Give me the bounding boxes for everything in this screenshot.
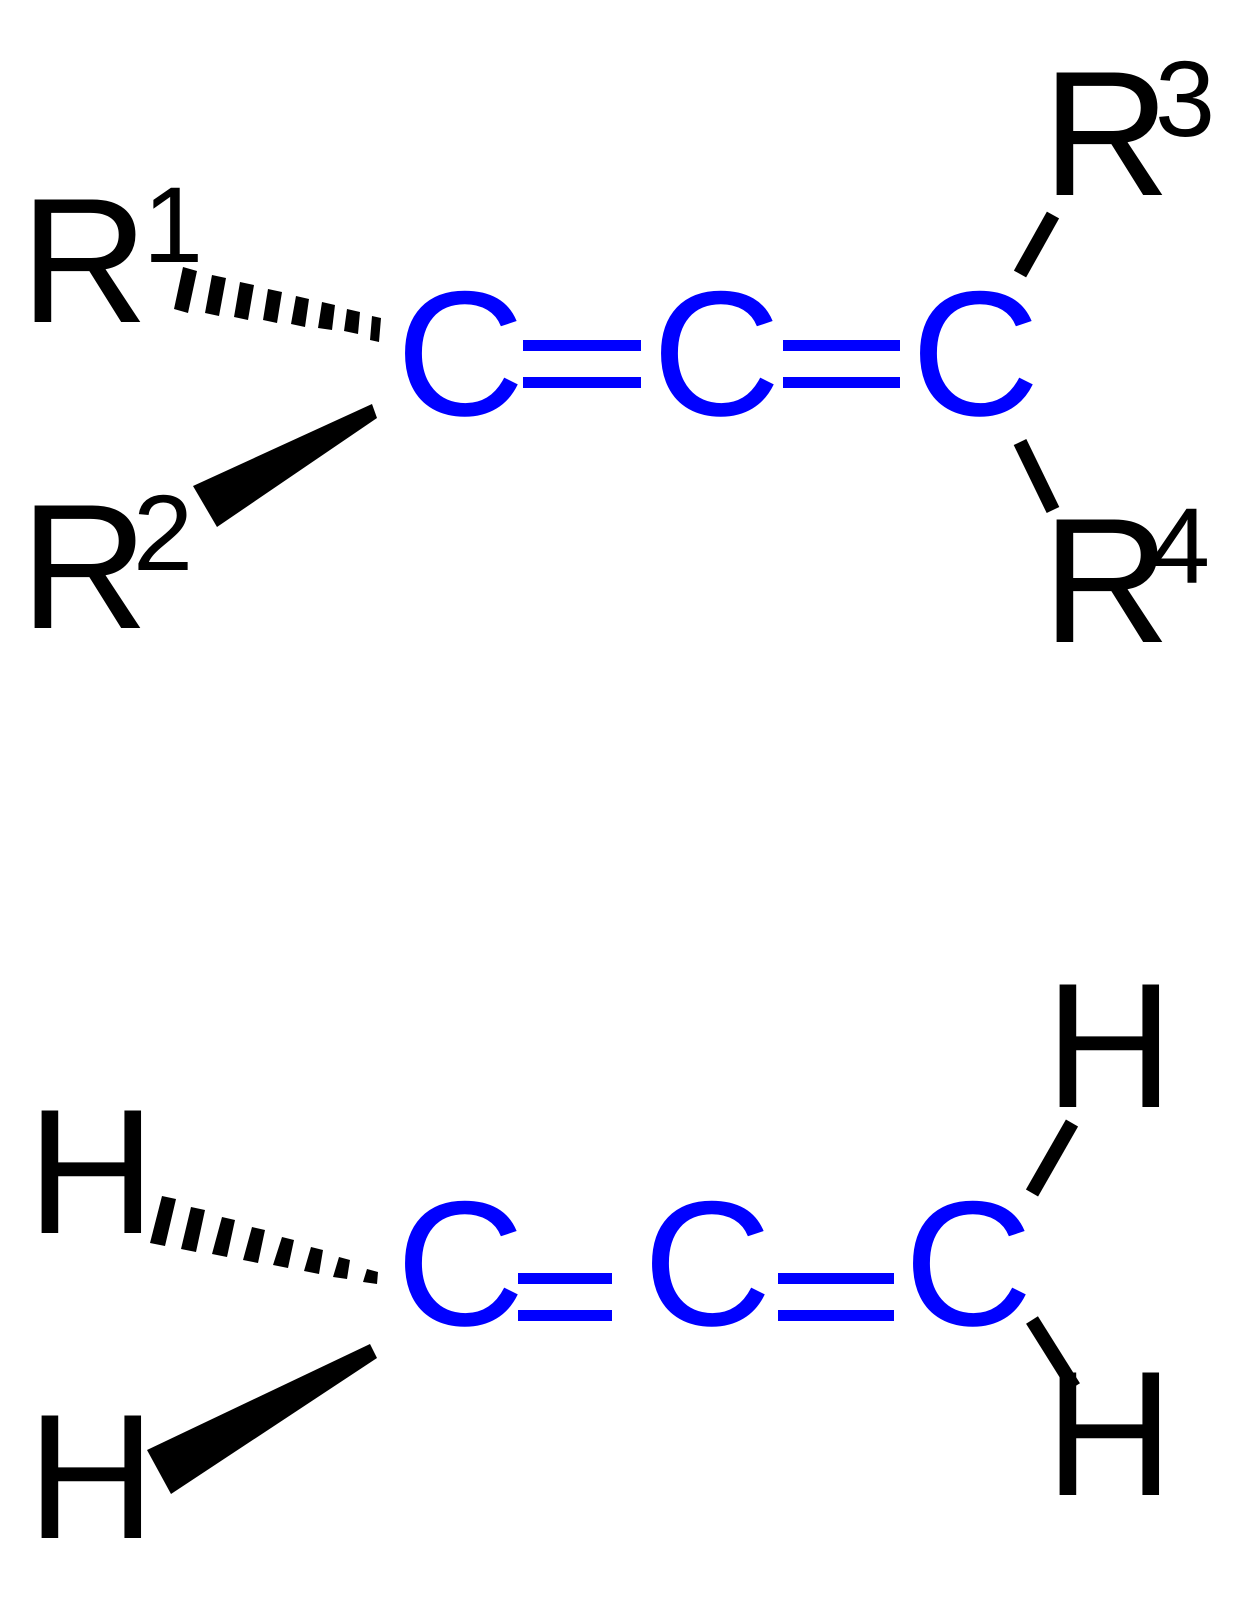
r2-superscript: 2 xyxy=(133,472,193,593)
double-bond-1 xyxy=(523,340,641,388)
h2-label: H xyxy=(27,1377,156,1576)
wedged-bond-h2 xyxy=(147,1344,377,1494)
double-bond-1 xyxy=(518,1273,612,1321)
carbon-1: C xyxy=(396,1164,525,1363)
bond-r4 xyxy=(1013,438,1060,514)
double-bond-2 xyxy=(778,1273,894,1321)
carbon-2: C xyxy=(652,254,781,453)
r4-label: R xyxy=(1042,481,1171,680)
carbon-2: C xyxy=(643,1164,772,1363)
r3-superscript: 3 xyxy=(1155,38,1215,159)
r3-label: R xyxy=(1042,34,1171,233)
h3-label: H xyxy=(1045,946,1174,1145)
propadiene-structure: H H C C C H xyxy=(27,946,1174,1576)
r1-superscript: 1 xyxy=(143,164,203,285)
carbon-1: C xyxy=(396,254,525,453)
h1-label: H xyxy=(27,1072,156,1271)
r1-label: R xyxy=(20,161,149,360)
bond-r3 xyxy=(1013,211,1060,278)
general-allene-structure: R 1 R 2 C C C xyxy=(20,34,1215,680)
r4-superscript: 4 xyxy=(1150,485,1210,606)
bond-h4 xyxy=(1026,1316,1080,1391)
wedged-bond-r2 xyxy=(193,404,377,527)
carbon-3: C xyxy=(904,1164,1033,1363)
carbon-3: C xyxy=(911,254,1040,453)
hashed-bond-r1 xyxy=(174,267,381,342)
h4-label: H xyxy=(1045,1334,1174,1533)
double-bond-2 xyxy=(783,340,900,388)
bond-h3 xyxy=(1025,1119,1079,1197)
hashed-bond-h1 xyxy=(150,1196,378,1284)
r2-label: R xyxy=(20,467,149,666)
